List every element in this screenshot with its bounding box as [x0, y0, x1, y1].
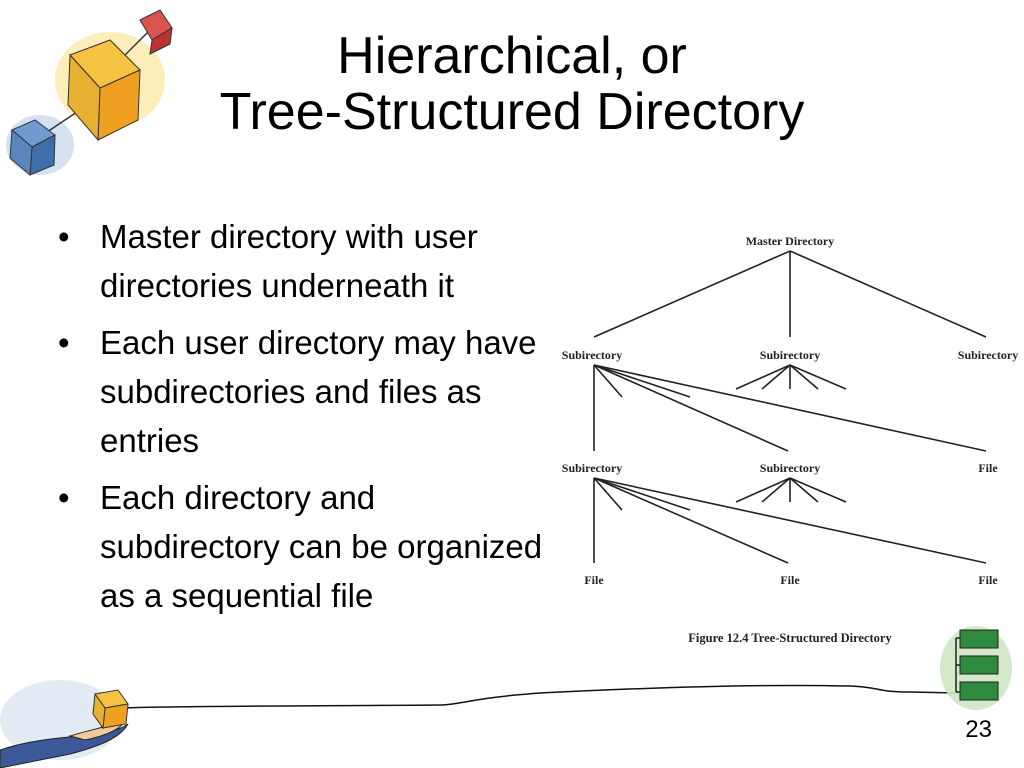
bullet-item: • Each user directory may have subdirecto… [58, 318, 578, 465]
bottom-divider-line [124, 684, 959, 709]
level1-node-label: Subirectory [760, 348, 820, 362]
page-number: 23 [965, 716, 992, 743]
edge [761, 477, 791, 503]
edge [593, 364, 987, 452]
edge [789, 364, 847, 390]
edge [593, 364, 623, 398]
bullet-symbol: • [58, 479, 70, 516]
level2-node-label: Subirectory [562, 461, 622, 475]
edge [593, 477, 987, 564]
bullet-item: • Each directory and subdirectory can be … [58, 473, 578, 620]
level3-node-label: File [978, 573, 998, 587]
edge [789, 250, 987, 338]
level2-node-label: Subirectory [760, 461, 820, 475]
level3-node-label: File [584, 573, 604, 587]
cube-cluster-icon [6, 9, 173, 177]
slide-title: Hierarchical, or Tree-Structured Directo… [0, 28, 1024, 140]
root-node-label: Master Directory [746, 234, 835, 248]
title-line-2: Tree-Structured Directory [219, 83, 805, 141]
edge [593, 477, 789, 564]
level2-node-label: File [978, 461, 998, 475]
bullet-text: Master directory with user directories u… [100, 218, 478, 304]
edge [789, 477, 819, 503]
edge [735, 364, 791, 390]
hand-holding-cube-icon [0, 680, 129, 768]
bullet-symbol: • [58, 218, 70, 255]
edge [789, 477, 847, 503]
edge [593, 477, 623, 511]
bullet-symbol: • [58, 324, 70, 361]
edge [789, 364, 819, 390]
stacked-folders-icon [940, 626, 1012, 710]
edge [761, 364, 791, 390]
figure-caption: Figure 12.4 Tree-Structured Directory [688, 631, 892, 645]
edge [735, 477, 791, 503]
title-line-1: Hierarchical, or [337, 27, 687, 85]
bullet-text: Each directory and subdirectory can be o… [100, 479, 543, 614]
tree-diagram: Master Directory Subirectory Subirectory… [562, 234, 1018, 645]
edge [593, 250, 791, 338]
edge [593, 364, 691, 398]
level1-node-label: Subirectory [562, 348, 622, 362]
bullet-text: Each user directory may have subdirector… [100, 324, 537, 459]
bullet-list: • Master directory with user directories … [58, 212, 578, 628]
bullet-item: • Master directory with user directories … [58, 212, 578, 310]
level1-node-label: Subirectory [958, 348, 1018, 362]
edge [593, 364, 789, 452]
edge [593, 477, 691, 511]
level3-node-label: File [780, 573, 800, 587]
